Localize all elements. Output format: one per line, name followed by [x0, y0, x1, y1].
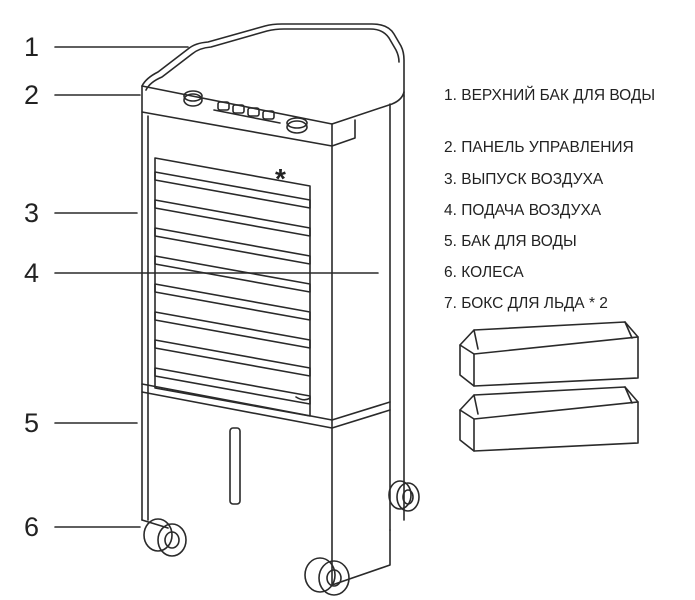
legend-item-control-panel: 2. ПАНЕЛЬ УПРАВЛЕНИЯ	[444, 139, 634, 156]
callout-number-3: 3	[24, 198, 40, 228]
air-outlet-louvers	[154, 157, 311, 417]
legend-item-top-water-tank: 1. ВЕРХНИЙ БАК ДЛЯ ВОДЫ	[444, 87, 656, 104]
main-body	[141, 95, 405, 586]
parts-legend: 1. ВЕРХНИЙ БАК ДЛЯ ВОДЫ 2. ПАНЕЛЬ УПРАВЛ…	[444, 86, 692, 316]
callout-number-6: 6	[24, 512, 40, 542]
leader-lines	[54, 46, 379, 528]
ice-box-1	[459, 321, 639, 387]
legend-item-wheels: 6. КОЛЕСА	[444, 264, 524, 281]
callout-number-2: 2	[24, 80, 40, 110]
water-tank-drawer	[141, 383, 391, 505]
ice-box-2	[459, 386, 639, 452]
asterisk-mark: *	[275, 163, 286, 194]
callout-number-1: 1	[24, 32, 40, 62]
callout-number-4: 4	[24, 258, 40, 288]
legend-item-air-outlet: 3. ВЫПУСК ВОЗДУХА	[444, 171, 604, 188]
callout-number-5: 5	[24, 408, 40, 438]
wheels	[143, 480, 420, 596]
top-water-tank	[141, 23, 405, 147]
legend-item-air-inlet: 4. ПОДАЧА ВОЗДУХА	[444, 202, 602, 219]
legend-item-water-tank: 5. БАК ДЛЯ ВОДЫ	[444, 233, 577, 250]
control-panel	[183, 90, 308, 134]
legend-item-ice-box: 7. БОКС ДЛЯ ЛЬДА * 2	[444, 295, 608, 312]
